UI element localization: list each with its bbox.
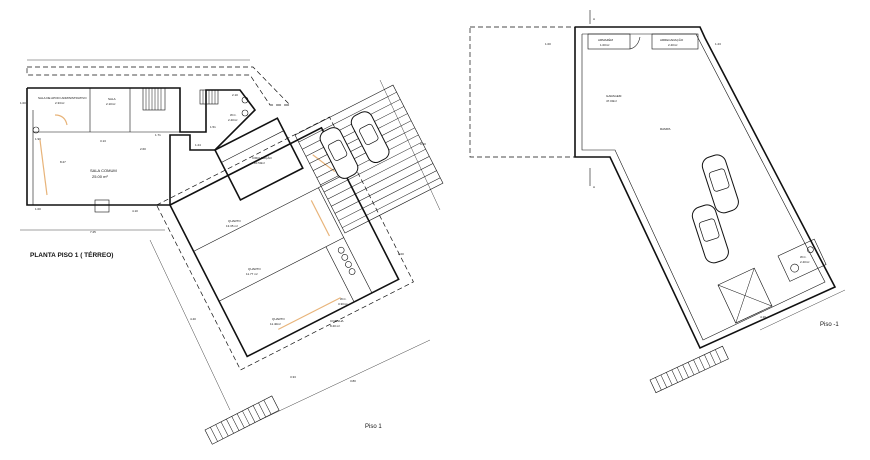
kitchen-counter [94, 199, 110, 213]
room-area-wc-2: 3.30m² [338, 302, 347, 306]
dimension-line-right [379, 79, 441, 211]
upper-outline-dashed [469, 26, 576, 158]
section-mark: A [593, 185, 595, 189]
dim-label: 3.13 [100, 139, 106, 143]
dimension-line-left [149, 239, 231, 411]
room-label-quarto-3: QUARTO [272, 317, 285, 321]
room-area-sala: 2.10m² [106, 102, 115, 106]
floor-minus-1-caption: Piso -1 [820, 322, 839, 328]
room-area-garagem: 47.00m² [606, 99, 617, 103]
door-swing-storage [629, 36, 641, 50]
room-label-sala-apoio: SALA DE APOIO ADMINISTRATIVO [38, 96, 87, 100]
dim-label: 8.27 [60, 160, 66, 164]
dim-label: 2.00 [398, 252, 404, 256]
roof-outline-dashed [26, 66, 291, 106]
garage-walls [574, 26, 837, 350]
section-mark: A [593, 17, 595, 21]
room-label-arrecadacao: ARRECADAÇÃO [660, 37, 684, 42]
dimension-line-garage [759, 289, 846, 331]
room-label-sala-comum: SALA COMUM [90, 168, 117, 173]
room-label-wc-2: W.C. [340, 297, 347, 301]
room-label-armazem: ARMAZÉM [598, 37, 614, 42]
garage-entrance-stairs [649, 345, 729, 394]
room-label-wc: W.C. [230, 113, 237, 117]
dim-label: 4.40 [190, 317, 196, 321]
garage-inner-wall [581, 33, 826, 341]
floor-1-caption: Piso 1 [365, 424, 382, 430]
dim-label: 1.51 [210, 125, 216, 129]
car-icon [350, 111, 390, 164]
dim-label: 3.33 [290, 375, 296, 379]
dim-label: 2.60 [140, 147, 146, 151]
room-area-cozinha: 8.40 m² [330, 324, 340, 328]
room-area-quarto-2: 11.77 m² [246, 272, 258, 276]
floor-1-title: PLANTA PISO 1 ( TÉRREO) [30, 250, 113, 259]
dim-label: 7.25 [90, 230, 96, 234]
arrecadacao-room [651, 33, 699, 50]
accent-line-left [39, 139, 48, 196]
room-label-cozinha: COZINHA [330, 319, 344, 323]
room-label-rampa: RAMPA [660, 127, 670, 131]
room-label-quarto-2: QUARTO [248, 267, 261, 271]
room-label-wc: W.C. [800, 255, 807, 259]
carport [294, 84, 444, 234]
dim-label: 1.90 [35, 137, 41, 141]
room-area-circulacao: 10.50m² [254, 161, 265, 165]
room-area-wc: 2.40m² [228, 118, 237, 122]
dim-label: 3.80 [350, 379, 356, 383]
armazem-room [587, 33, 631, 50]
circulation-wing [213, 117, 304, 201]
car-icon [691, 204, 729, 264]
dim-label: 1.00 [35, 207, 41, 211]
main-block-walls [26, 87, 257, 206]
room-label-garagem: GARAGEM [606, 94, 622, 98]
dim-label: 4.10 [132, 209, 138, 213]
room-area-sala-apoio: 2.33m² [55, 101, 64, 105]
room-area-quarto-3: 11.40m² [270, 322, 281, 326]
bedroom-wing [156, 116, 414, 371]
ramp-box [717, 267, 773, 324]
dim-label: 1.24 [195, 143, 201, 147]
room-area-sala-comum: 25.00 m² [92, 174, 108, 179]
room-area-arrecadacao: 2.40m² [668, 43, 677, 47]
car-icon [319, 127, 359, 179]
car-icon [701, 154, 739, 214]
dim-label: 1.00 [20, 101, 26, 105]
entrance-stairs [204, 395, 280, 445]
room-area-quarto-1: 13.35 m² [226, 224, 238, 228]
wc-room [777, 238, 827, 282]
dim-label: 9.50 [420, 142, 426, 146]
dim-label: 2.10 [232, 93, 238, 97]
wc-fixture [241, 96, 249, 104]
dim-label: 1.00 [545, 42, 551, 46]
dim-label: 4.10 [760, 315, 766, 319]
room-label-quarto-1: QUARTO [228, 219, 241, 223]
room-area-wc: 2.40m² [800, 260, 809, 264]
room-area-armazem: 1.00m² [600, 43, 609, 47]
floor-1-plan: SALA DE APOIO ADMINISTRATIVO 2.33m² SALA… [20, 59, 444, 445]
room-label-circulacao: CIRCULAÇÃO [252, 155, 272, 160]
dimension-line-bottom [259, 339, 431, 421]
dim-label: 1.23 [715, 42, 721, 46]
wc-fixture-2 [241, 109, 249, 117]
sink-left [32, 126, 40, 134]
room-label-sala: SALA [108, 97, 116, 101]
dim-label: 1.71 [155, 133, 161, 137]
floor-minus-1-plan: A A [469, 10, 846, 394]
stairs-floor1 [142, 87, 219, 111]
door-swing-apoio [54, 114, 68, 126]
